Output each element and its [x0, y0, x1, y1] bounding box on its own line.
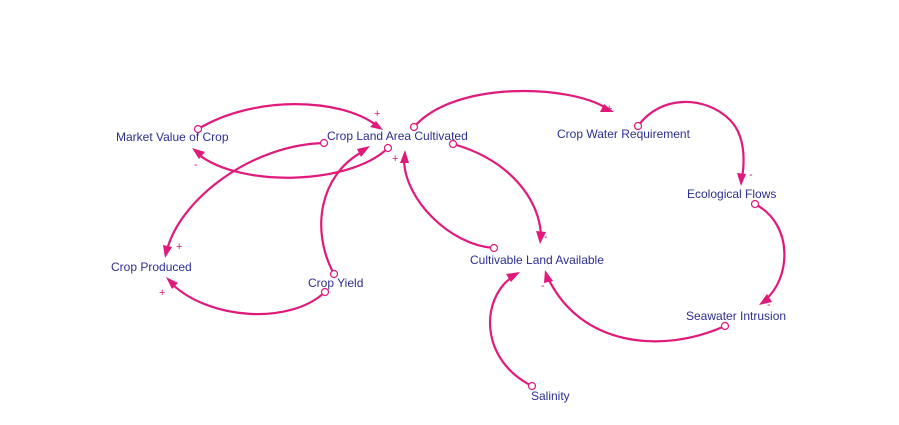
polarity-si-to-cl: - — [541, 280, 545, 292]
polarity-cy-to-cp: + — [159, 287, 165, 299]
variable-crop-water-requirement: Crop Water Requirement — [557, 127, 691, 141]
link-seawater-intrusion-to-cultivable-land — [544, 270, 730, 343]
link-cultivable-land-to-crop-land-area — [400, 150, 499, 253]
polarity-cwr-to-ef: - — [749, 169, 753, 181]
link-ecological-flows-to-seawater-intrusion — [750, 199, 786, 305]
variable-market-value-of-crop: Market Value of Crop — [116, 130, 229, 144]
variable-crop-yield: Crop Yield — [308, 276, 363, 290]
link-market-value-to-crop-land-area — [193, 103, 383, 134]
polarity-cla-to-mv: - — [194, 159, 198, 171]
polarity-ef-to-si: - — [767, 299, 771, 311]
polarity-cl-to-cla: + — [392, 153, 398, 165]
variable-salinity: Salinity — [531, 389, 570, 403]
link-crop-land-area-to-crop-produced — [163, 138, 329, 258]
variable-crop-produced: Crop Produced — [111, 260, 192, 274]
polarity-cla-to-cp: + — [176, 241, 182, 253]
link-salinity-to-cultivable-land — [489, 272, 537, 391]
link-crop-land-area-to-crop-water — [409, 89, 614, 132]
variable-crop-land-area-cultivated: Crop Land Area Cultivated — [327, 129, 468, 143]
link-crop-yield-to-crop-land-area — [320, 146, 370, 279]
link-crop-land-area-to-market-value — [192, 143, 393, 179]
variable-ecological-flows: Ecological Flows — [687, 187, 776, 201]
link-crop-land-area-to-cultivable-land — [448, 139, 546, 244]
polarity-cla-to-cl: - — [544, 231, 548, 243]
variable-seawater-intrusion: Seawater Intrusion — [686, 309, 786, 323]
polarity-cla-to-cwr: + — [606, 103, 612, 115]
link-crop-yield-to-crop-produced — [166, 277, 330, 316]
variable-cultivable-land-available: Cultivable Land Available — [470, 253, 604, 267]
link-crop-water-to-ecological-flows — [633, 100, 746, 186]
polarity-mv-to-cla: + — [374, 108, 380, 120]
